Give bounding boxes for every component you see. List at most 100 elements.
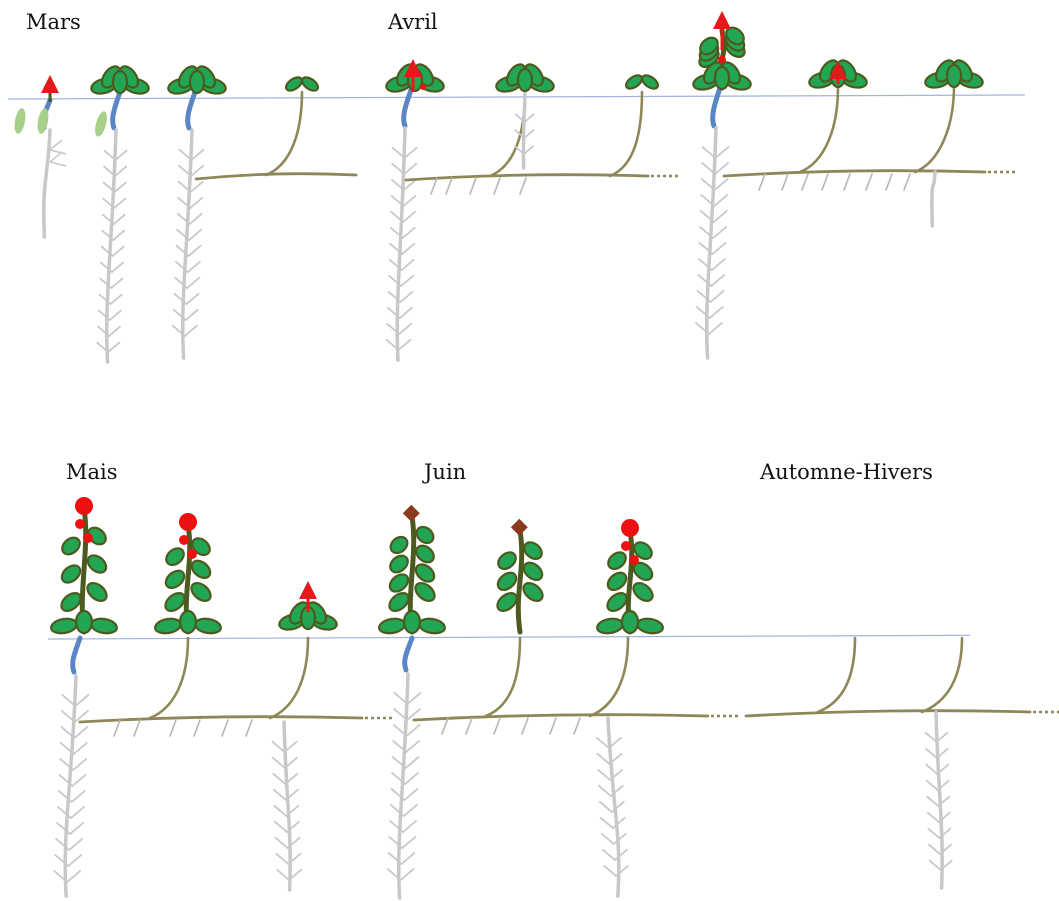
- rootlet: [276, 868, 290, 881]
- rootlet: [386, 306, 401, 319]
- tap-root: [53, 674, 90, 898]
- rootlet: [54, 854, 70, 867]
- rootlet: [284, 788, 299, 801]
- rootlet: [107, 341, 121, 353]
- rootlet: [389, 242, 404, 255]
- rootlet: [189, 196, 204, 209]
- tap-root: [385, 126, 418, 362]
- rootlet: [49, 139, 63, 151]
- rootlet: [272, 772, 287, 785]
- leaf: [154, 617, 182, 635]
- rootlet: [925, 763, 939, 775]
- tap-root-line: [63, 674, 78, 898]
- leaf: [164, 569, 186, 590]
- rootlet: [390, 788, 406, 801]
- rhizome-hair: [113, 719, 121, 737]
- rootlet: [102, 197, 116, 209]
- rhizome: [744, 709, 1059, 718]
- rootlet: [935, 731, 949, 743]
- rhizome-hair: [493, 717, 501, 735]
- rootlet: [187, 244, 202, 257]
- rootlet: [386, 322, 401, 335]
- rootlet: [936, 763, 950, 775]
- seed: [95, 111, 107, 137]
- rootlet: [400, 852, 416, 865]
- rootlet: [73, 726, 89, 739]
- rhizome-shoot: [920, 636, 964, 714]
- flower-bud: [75, 519, 85, 529]
- rootlet: [114, 165, 127, 177]
- label-juin: Juin: [424, 460, 467, 484]
- leaf: [60, 564, 82, 584]
- rootlet: [100, 245, 114, 257]
- rootlet: [937, 811, 951, 823]
- rootlet: [925, 779, 939, 791]
- rootlet: [286, 820, 300, 833]
- rootlet: [283, 756, 298, 769]
- rootlet: [284, 772, 299, 785]
- rootlet: [101, 213, 115, 225]
- rootlet: [391, 772, 406, 785]
- rootlet: [113, 197, 127, 209]
- leaf: [190, 559, 212, 580]
- rootlet: [66, 870, 82, 883]
- flower-bud: [621, 541, 631, 551]
- seed: [14, 108, 26, 134]
- rhizome-hair: [843, 173, 851, 191]
- tap-root: [42, 128, 52, 239]
- rootlet: [178, 164, 192, 177]
- rootlet: [939, 859, 953, 871]
- leaf: [496, 592, 518, 612]
- rootlet: [696, 290, 712, 303]
- rootlet: [287, 852, 302, 865]
- rootlet: [523, 113, 535, 123]
- rhizome-hair: [169, 719, 177, 737]
- rootlet: [615, 864, 630, 877]
- rootlet: [190, 164, 204, 177]
- rootlet: [100, 261, 113, 273]
- rootlet: [73, 710, 89, 723]
- rootlet: [708, 306, 724, 319]
- tap-root: [386, 672, 422, 900]
- rhizome: [194, 172, 358, 181]
- rootlet: [936, 779, 950, 791]
- tap-root: [930, 170, 937, 228]
- tap-root: [695, 126, 730, 360]
- rootlet: [390, 194, 405, 207]
- rootlet: [698, 242, 714, 255]
- rootlet: [602, 848, 616, 861]
- rootlet: [935, 747, 949, 759]
- rootlet: [404, 756, 420, 769]
- rootlet: [402, 820, 417, 833]
- rhizome-hair: [245, 719, 253, 737]
- leaf: [378, 617, 406, 635]
- rootlet: [68, 838, 84, 851]
- leaf: [596, 617, 624, 635]
- rhizome-hair: [193, 719, 201, 737]
- rhizome-hair: [441, 717, 449, 735]
- rootlet: [712, 210, 728, 223]
- leaf: [388, 573, 410, 593]
- rootlet: [283, 740, 298, 753]
- rootlet: [174, 276, 189, 289]
- leaf: [402, 609, 422, 635]
- rootlet: [597, 768, 612, 781]
- rhizome-hair: [781, 173, 789, 191]
- rootlet: [708, 322, 723, 335]
- rootlet: [185, 292, 200, 305]
- rootlet: [701, 162, 716, 175]
- tap-root: [595, 716, 630, 898]
- tap-root-line: [521, 90, 527, 170]
- flower-bud: [621, 519, 639, 537]
- rootlet: [178, 148, 193, 161]
- tap-root: [514, 90, 535, 170]
- rootlet: [403, 788, 419, 801]
- hypocotyl: [185, 89, 198, 131]
- rootlet: [699, 226, 715, 239]
- rootlet: [403, 162, 418, 175]
- tap-root-line: [104, 128, 118, 364]
- rhizome-shoot: [588, 636, 630, 718]
- rootlet: [111, 245, 125, 257]
- leaf: [389, 535, 409, 555]
- rootlet: [609, 768, 624, 781]
